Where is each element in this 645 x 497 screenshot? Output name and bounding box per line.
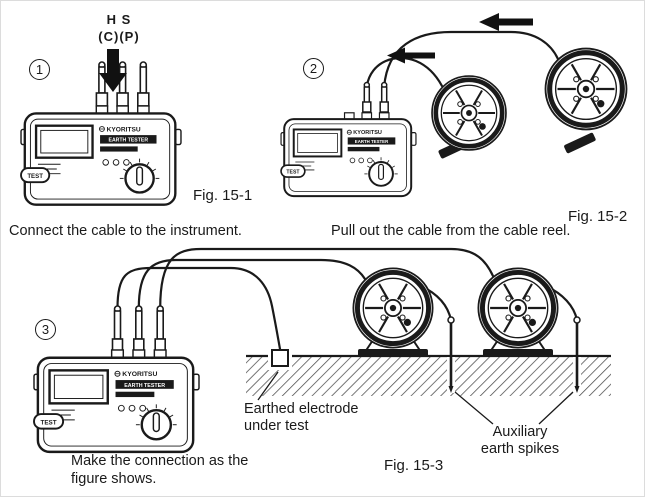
cable-reel-far: [478, 268, 557, 347]
instrument-fig3: [32, 348, 201, 454]
terminal-markings-label: H S (C)(P): [98, 12, 140, 44]
cable-reel-far: [546, 49, 627, 130]
earth-spike-far: [573, 316, 581, 393]
fig3-caption: Make the connection as the figure shows.: [71, 453, 249, 487]
fig2-caption: Pull out the cable from the cable reel.: [331, 223, 571, 239]
leader-lines: [257, 371, 574, 425]
insert-arrow-icon: [99, 49, 127, 92]
earth-spike-near: [447, 316, 455, 393]
earthed-electrode-label: Earthed electrode under test: [244, 401, 359, 434]
fig1-label: Fig. 15-1: [193, 187, 253, 204]
test-lead-plugs: [95, 61, 150, 107]
reel-cables: [365, 30, 560, 88]
fig2-label: Fig. 15-2: [568, 208, 628, 225]
fig1-illustration: [19, 49, 183, 206]
pull-arrow-far-icon: [479, 13, 533, 31]
reel2-handle: [564, 132, 596, 154]
fig3-label: Fig. 15-3: [384, 457, 444, 474]
plugged-leads: [362, 81, 389, 113]
instrument-fig2: [280, 111, 417, 198]
cable-reel-near: [353, 268, 432, 347]
step-number-1: 1: [29, 59, 50, 80]
plugged-leads: [111, 305, 166, 353]
fig3-illustration: [32, 247, 611, 454]
step-number-2: 2: [303, 58, 324, 79]
auxiliary-spikes-label: Auxiliary earth spikes: [480, 424, 560, 457]
instrument-fig1: [19, 104, 183, 206]
cable-reel-near: [432, 76, 506, 150]
fig2-illustration: [280, 13, 645, 198]
earth-electrode: [268, 349, 292, 370]
pull-arrow-near-icon: [387, 47, 435, 64]
fig1-caption: Connect the cable to the instrument.: [9, 223, 242, 239]
ground-hatch: [246, 354, 611, 396]
step-number-3: 3: [35, 319, 56, 340]
